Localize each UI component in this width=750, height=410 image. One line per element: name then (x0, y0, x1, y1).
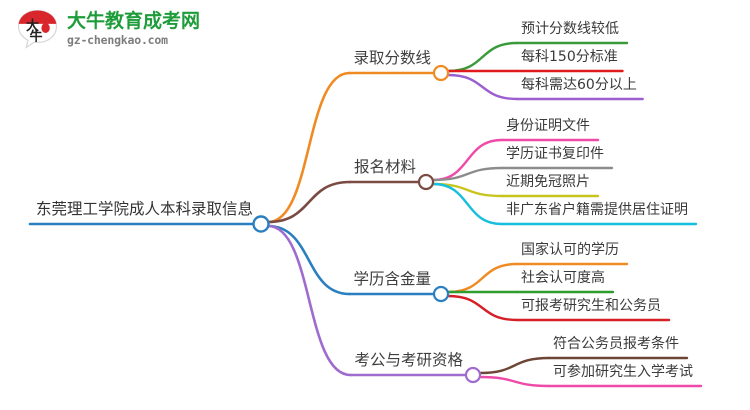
connector-branch-0-leaf-2 (446, 73, 519, 101)
root-node-circle[interactable] (252, 215, 270, 233)
branch-node-circle-1[interactable] (417, 173, 435, 191)
connector-root-to-branch-1 (266, 180, 352, 224)
connector-branch-1-leaf-1 (431, 166, 504, 182)
connector-branch-1-leaf-3 (431, 182, 504, 226)
connector-branch-2-leaf-2 (446, 294, 519, 322)
connector-branch-0-leaf-0 (446, 41, 519, 73)
branch-label-2[interactable]: 学历含金量 (353, 270, 432, 288)
leaf-label-1-0[interactable]: 身份证明文件 (506, 118, 590, 134)
leaf-label-0-1[interactable]: 每科150分标准 (521, 49, 618, 65)
branch-label-3[interactable]: 考公与考研资格 (354, 351, 464, 369)
leaf-label-0-0[interactable]: 预计分数线较低 (521, 21, 619, 37)
connector-branch-2-leaf-0 (446, 262, 519, 294)
svg-text:牛: 牛 (29, 29, 42, 45)
branch-node-circle-3[interactable] (464, 366, 482, 384)
site-logo[interactable]: 大 牛 大牛教育成考网 gz-chengkao.com (16, 8, 200, 50)
connector-branch-3-leaf-0 (478, 356, 551, 375)
connector-branch-3-leaf-1 (478, 375, 551, 388)
connector-root-to-branch-2 (266, 224, 351, 296)
branch-node-circle-2[interactable] (432, 285, 450, 303)
brand-domain: gz-chengkao.com (67, 32, 168, 47)
root-node-label[interactable]: 东莞理工学院成人本科录取信息 (36, 200, 254, 218)
branch-label-0[interactable]: 录取分数线 (353, 49, 432, 67)
svg-text:大: 大 (26, 18, 39, 34)
connector-root-to-branch-0 (266, 71, 351, 224)
logo-text-block: 大牛教育成考网 gz-chengkao.com (67, 9, 201, 47)
leaf-label-2-2[interactable]: 可报考研究生和公务员 (521, 298, 661, 314)
branch-label-1[interactable]: 报名材料 (354, 158, 417, 176)
leaf-label-0-2[interactable]: 每科需达60分以上 (521, 77, 637, 93)
dana-speech-bubble-logo-icon: 大 牛 (16, 8, 60, 50)
leaf-label-1-2[interactable]: 近期免冠照片 (506, 174, 590, 190)
leaf-label-2-0[interactable]: 国家认可的学历 (521, 242, 619, 258)
leaf-label-2-1[interactable]: 社会认可度高 (521, 270, 605, 286)
leaf-label-3-0[interactable]: 符合公务员报考条件 (553, 336, 679, 352)
brand-name: 大牛教育成考网 (67, 9, 201, 32)
leaf-label-1-1[interactable]: 学历证书复印件 (506, 146, 604, 162)
leaf-label-3-1[interactable]: 可参加研究生入学考试 (553, 364, 693, 380)
branch-node-circle-0[interactable] (432, 64, 450, 82)
leaf-label-1-3[interactable]: 非广东省户籍需提供居住证明 (506, 202, 688, 218)
connector-root-to-branch-3 (266, 224, 352, 377)
